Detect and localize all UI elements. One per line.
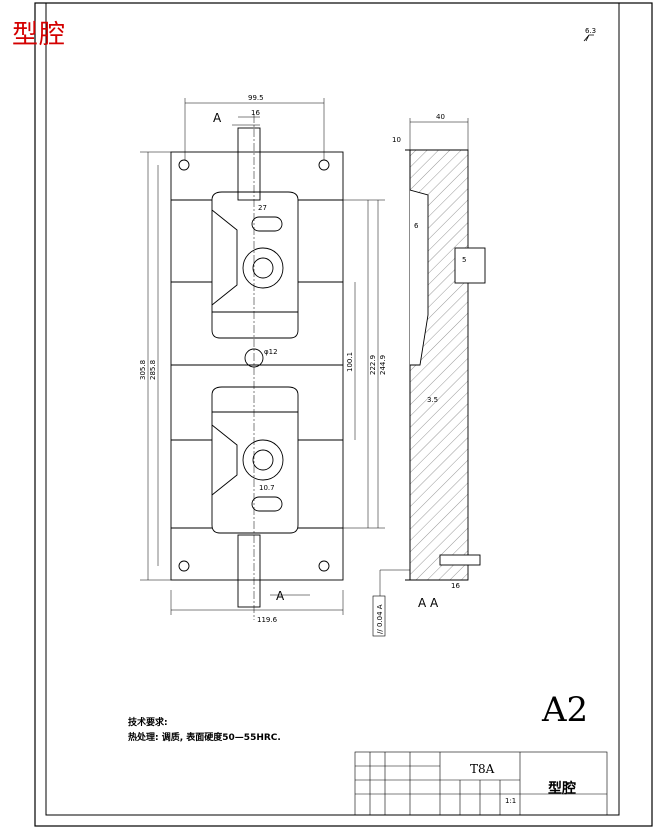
roughness-symbol: 6.3 xyxy=(583,27,596,42)
bottom-runner xyxy=(237,534,261,608)
material-code: T8A xyxy=(470,762,495,776)
front-view xyxy=(170,115,344,620)
notes-heading: 技术要求: xyxy=(128,718,168,728)
dim-depth: 40 xyxy=(436,113,445,121)
dim-height-4: 222.9 xyxy=(369,355,377,375)
dim-small: 10.7 xyxy=(259,484,275,492)
dim-side-5: 5 xyxy=(462,256,466,264)
dim-side-3-5: 3.5 xyxy=(427,396,438,404)
front-dimensions xyxy=(140,98,385,615)
sheet-size: A2 xyxy=(542,690,589,730)
lower-cavity xyxy=(211,386,299,534)
dim-height-2: 285.8 xyxy=(149,360,157,380)
title-block xyxy=(354,751,608,816)
upper-boss xyxy=(242,247,284,289)
dim-slot: 27 xyxy=(258,204,267,212)
dim-overall-height: 305.8 xyxy=(139,360,147,380)
dim-top-width: 99.5 xyxy=(248,94,264,102)
plate-outline xyxy=(170,151,344,581)
dim-height-3: 244.9 xyxy=(379,355,387,375)
upper-cavity xyxy=(211,191,299,339)
inner-frame xyxy=(45,2,620,816)
svg-text:6.3: 6.3 xyxy=(585,27,596,35)
section-mark-bottom: A xyxy=(276,589,285,603)
flatness-frame: // 0.04 A xyxy=(372,595,386,637)
dim-gate: 16 xyxy=(251,109,260,117)
svg-text:// 0.04 A: // 0.04 A xyxy=(376,604,384,634)
lower-slot xyxy=(251,496,283,512)
upper-slot xyxy=(251,216,283,232)
part-name: 型腔 xyxy=(548,781,576,797)
dim-depth-2: 10 xyxy=(392,136,401,144)
dim-bottom-width: 119.6 xyxy=(257,616,278,624)
top-runner xyxy=(237,127,261,201)
section-view xyxy=(405,149,486,581)
notes-heat-treatment: 热处理: 调质, 表面硬度50—55HRC. xyxy=(128,733,281,743)
dim-side-6: 6 xyxy=(414,222,419,230)
scale-value: 1:1 xyxy=(505,797,516,805)
section-mark-top: A xyxy=(213,111,222,125)
corner-title: 型腔 xyxy=(12,20,67,50)
dim-hole: φ12 xyxy=(264,348,278,356)
section-view-label: A A xyxy=(418,596,439,610)
dim-height-5: 100.1 xyxy=(346,352,354,372)
dim-side-16: 16 xyxy=(451,582,460,590)
lower-boss xyxy=(242,439,284,481)
technical-notes: 技术要求: 热处理: 调质, 表面硬度50—55HRC. xyxy=(128,716,281,746)
